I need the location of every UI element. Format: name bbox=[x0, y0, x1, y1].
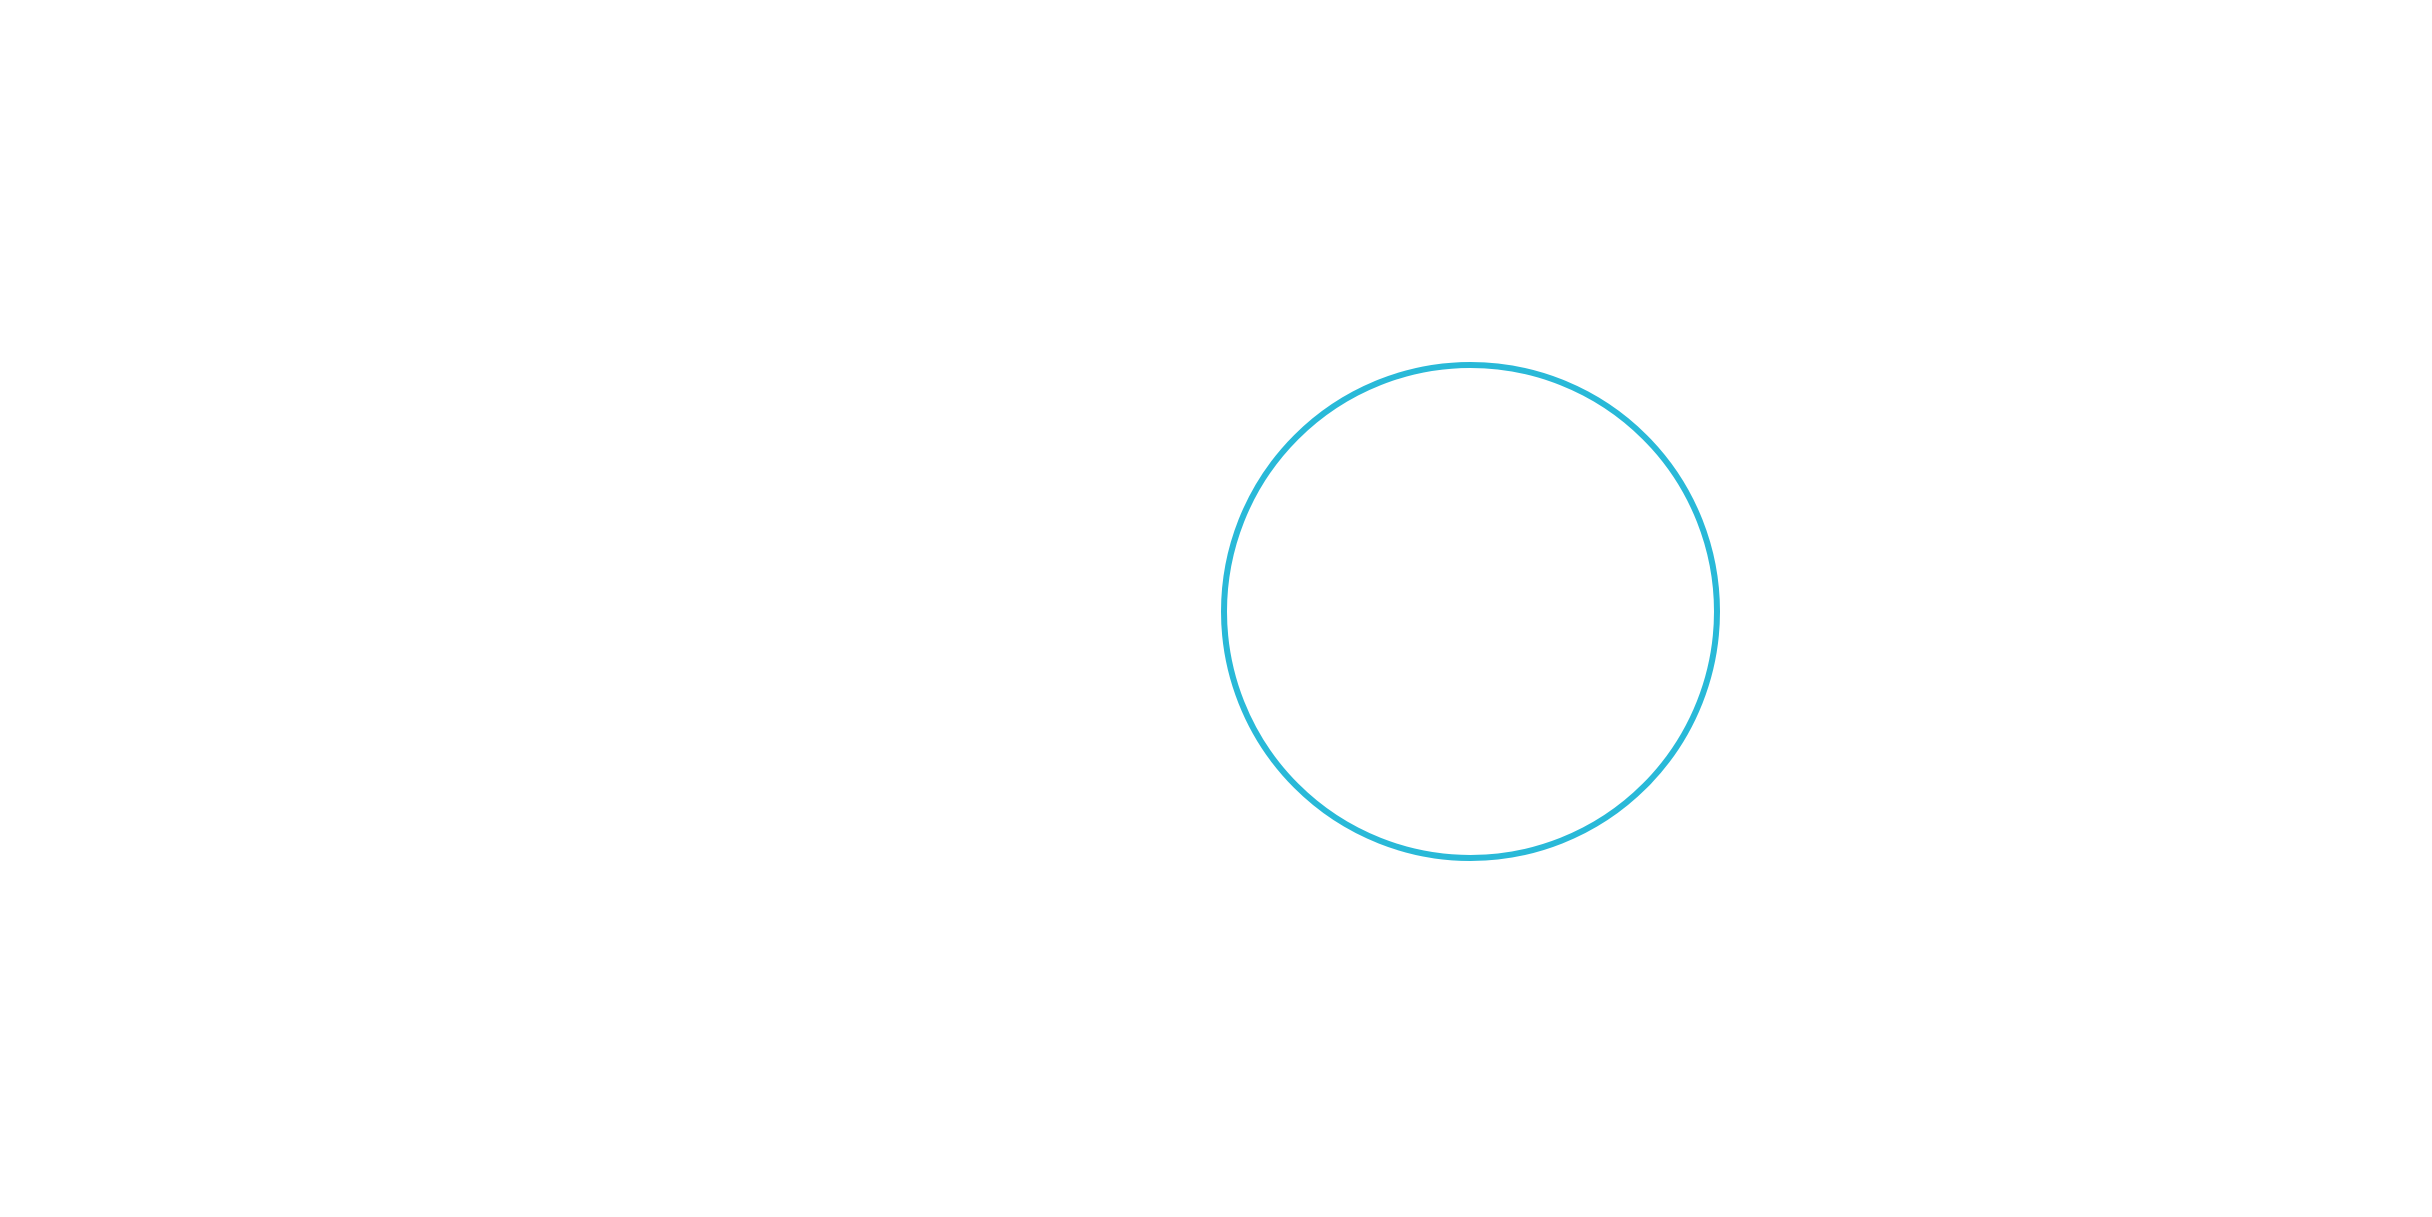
loading-ring-icon bbox=[1221, 362, 1720, 861]
